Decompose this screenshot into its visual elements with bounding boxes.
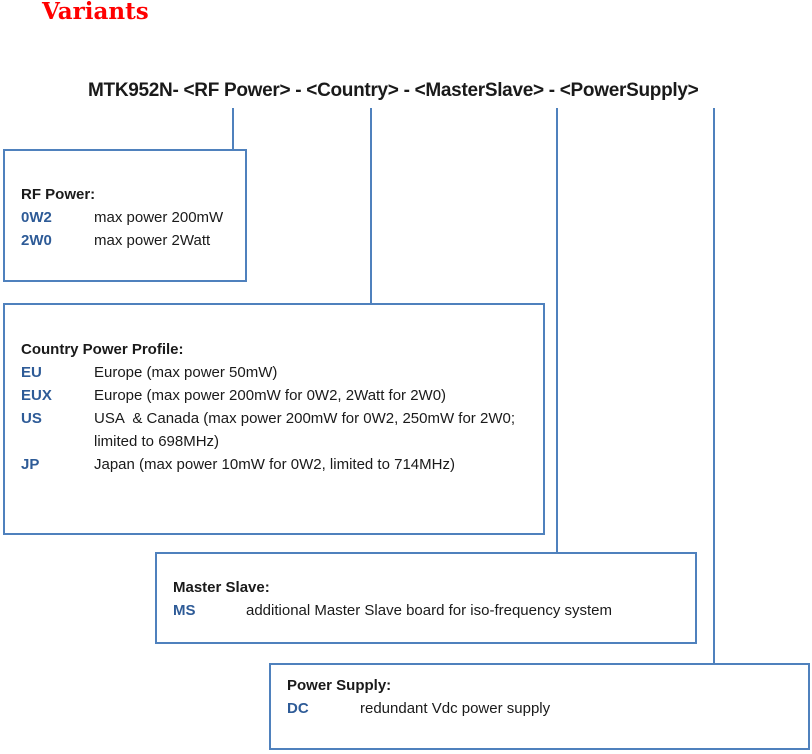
variant-description: additional Master Slave board for iso-fr…	[246, 602, 613, 619]
variant-code: 0W2	[21, 209, 52, 226]
power-supply-box-title: Power Supply:	[287, 677, 392, 694]
power-supply-box-entries: DC redundant Vdc power supply	[287, 697, 800, 720]
variant-code: MS	[173, 602, 196, 619]
variant-description: Japan (max power 10mW for 0W2, limited t…	[94, 456, 455, 473]
country-power-profile-box: Country Power Profile: EU Europe (max pow…	[3, 303, 545, 535]
variant-code: EU	[21, 364, 42, 381]
section-heading: Variants	[42, 0, 149, 25]
variant-code: US	[21, 410, 42, 427]
variant-code: 2W0	[21, 232, 52, 249]
variant-description: max power 200mW	[94, 209, 224, 226]
rf-power-box-title: RF Power:	[21, 186, 96, 203]
variant-description: USA & Canada (max power 200mW for 0W2, 2…	[94, 410, 515, 450]
variant-entry-row: MS additional Master Slave board for iso-…	[173, 599, 687, 622]
connector-line-power-supply	[713, 108, 715, 663]
rf-power-box-entries: 0W2 max power 200mW 2W0 max power 2Watt	[21, 206, 237, 252]
country-power-profile-box-title: Country Power Profile:	[21, 341, 184, 358]
variant-code: EUX	[21, 387, 52, 404]
variant-description: Europe (max power 200mW for 0W2, 2Watt f…	[94, 387, 447, 404]
variant-entry-row: 2W0 max power 2Watt	[21, 229, 237, 252]
variant-description: Europe (max power 50mW)	[94, 364, 278, 381]
variant-description: max power 2Watt	[94, 232, 211, 249]
variant-entry-row: EU Europe (max power 50mW)	[21, 361, 535, 384]
variant-entry-row: EUX Europe (max power 200mW for 0W2, 2Wat…	[21, 384, 535, 407]
variant-entry-row: JP Japan (max power 10mW for 0W2, limited…	[21, 453, 535, 476]
connector-line-rf-power	[232, 108, 234, 149]
variant-code: JP	[21, 456, 40, 473]
connector-line-country	[370, 108, 372, 303]
variant-description: redundant Vdc power supply	[360, 700, 551, 717]
power-supply-box: Power Supply: DC redundant Vdc power supp…	[269, 663, 810, 750]
variant-entry-row: 0W2 max power 200mW	[21, 206, 237, 229]
variant-entry-row: DC redundant Vdc power supply	[287, 697, 800, 720]
country-power-profile-box-entries: EU Europe (max power 50mW) EUX Europe (max …	[21, 361, 535, 476]
master-slave-box-entries: MS additional Master Slave board for iso-…	[173, 599, 687, 622]
master-slave-box: Master Slave: MS additional Master Slave …	[155, 552, 697, 644]
connector-line-master-slave	[556, 108, 558, 552]
variant-entry-row: US USA & Canada (max power 200mW for 0W2,…	[21, 407, 535, 453]
variant-code: DC	[287, 700, 309, 717]
model-code-line: MTK952N- <RF Power> - <Country> - <Maste…	[88, 80, 699, 101]
rf-power-box: RF Power: 0W2 max power 200mW 2W0 max power…	[3, 149, 247, 282]
master-slave-box-title: Master Slave:	[173, 579, 270, 596]
